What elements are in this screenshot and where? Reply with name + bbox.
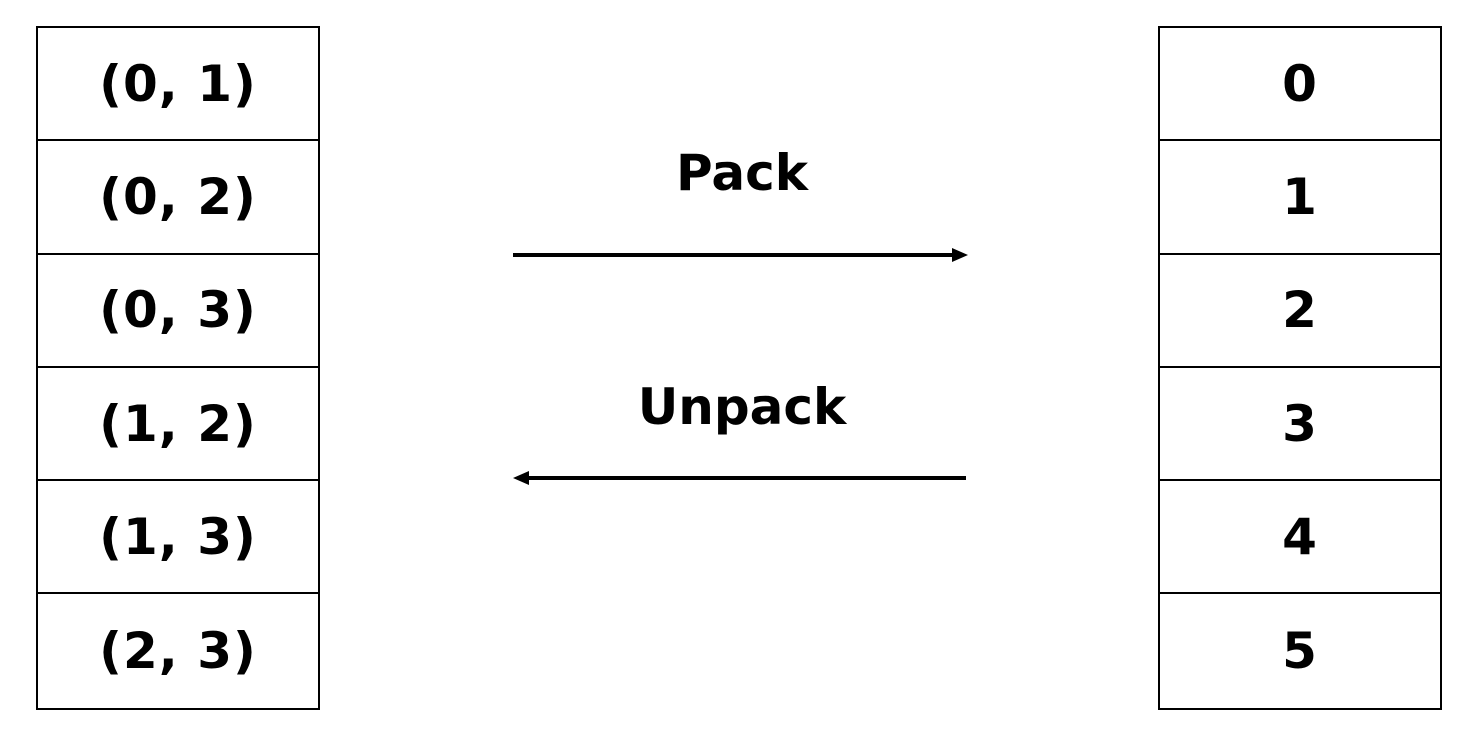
pair-cell: (2, 3) bbox=[99, 622, 257, 681]
pair-cell: (0, 2) bbox=[38, 141, 318, 255]
pack-label: Pack bbox=[676, 144, 808, 202]
linear-index-column: 0 1 2 3 4 5 bbox=[1158, 26, 1442, 710]
index-cell: 4 bbox=[1160, 481, 1440, 595]
pair-cell: (1, 2) bbox=[38, 368, 318, 482]
unpack-label: Unpack bbox=[637, 378, 847, 436]
pair-cell: (0, 1) bbox=[38, 28, 318, 142]
pack-arrow bbox=[513, 248, 968, 262]
index-cell: 2 bbox=[1160, 255, 1440, 368]
index-cell: 0 bbox=[1160, 28, 1440, 142]
pair-cell: (1, 3) bbox=[38, 481, 318, 595]
pair-cell: (0, 3) bbox=[38, 255, 318, 368]
index-cell: 1 bbox=[1160, 141, 1440, 255]
index-cell: 3 bbox=[1160, 368, 1440, 482]
pair-index-column: (0, 1) (0, 2) (0, 3) (1, 2) (1, 3) (2, 3… bbox=[36, 26, 320, 710]
index-cell: 5 bbox=[1282, 622, 1318, 681]
unpack-arrow bbox=[513, 471, 966, 485]
